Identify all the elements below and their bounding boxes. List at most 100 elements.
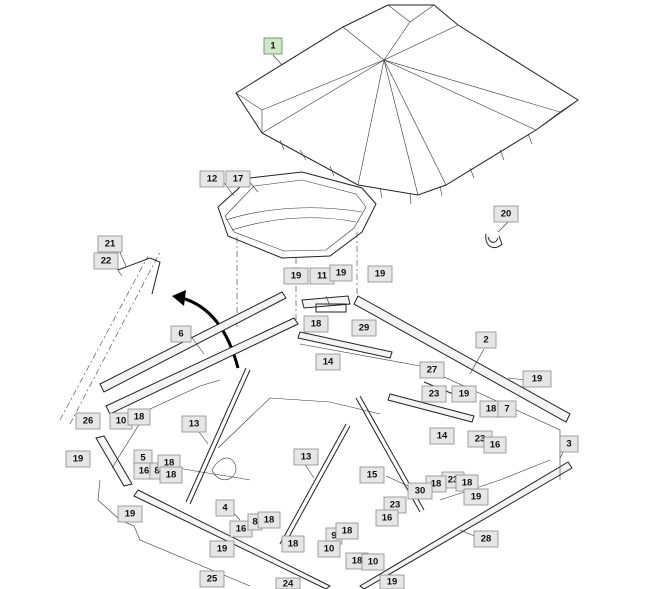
svg-text:18: 18	[164, 458, 175, 469]
callout-2: 2	[475, 331, 497, 349]
svg-text:26: 26	[83, 416, 94, 427]
callout-28: 28	[473, 530, 499, 548]
svg-text:10: 10	[116, 416, 127, 427]
leader-lines	[111, 54, 568, 541]
headliner-frame	[217, 171, 377, 330]
callout-13: 13	[181, 415, 207, 433]
callout-3: 3	[559, 435, 579, 453]
svg-text:18: 18	[311, 319, 322, 330]
svg-text:15: 15	[367, 470, 378, 481]
svg-text:19: 19	[291, 271, 302, 282]
callout-16: 16	[483, 436, 507, 454]
svg-text:19: 19	[125, 509, 136, 520]
svg-text:30: 30	[415, 486, 426, 497]
callout-18: 18	[257, 511, 281, 529]
callout-19: 19	[283, 267, 309, 285]
svg-text:23: 23	[475, 434, 486, 445]
callout-19: 19	[463, 488, 489, 506]
svg-text:6: 6	[178, 329, 183, 340]
callout-19: 19	[451, 385, 477, 403]
callout-19: 19	[329, 264, 353, 282]
callout-7: 7	[497, 400, 517, 418]
callout-23: 23	[421, 385, 447, 403]
svg-text:29: 29	[359, 323, 370, 334]
svg-text:13: 13	[301, 452, 312, 463]
svg-text:16: 16	[382, 513, 393, 524]
callout-30: 30	[407, 482, 433, 500]
svg-text:10: 10	[324, 544, 335, 555]
svg-text:14: 14	[323, 357, 334, 368]
callout-18: 18	[127, 408, 151, 426]
callout-20: 20	[493, 205, 519, 223]
callout-16: 16	[375, 509, 399, 527]
svg-text:23: 23	[390, 500, 401, 511]
callout-10: 10	[361, 553, 385, 571]
svg-text:22: 22	[101, 256, 112, 267]
svg-text:25: 25	[207, 574, 218, 585]
svg-text:27: 27	[427, 365, 438, 376]
callout-12: 12	[199, 170, 225, 188]
svg-text:2: 2	[483, 335, 488, 346]
callout-boxes: 1 12 17 20 21 22 19 11 19 19 18 29 6 14 …	[65, 37, 579, 589]
svg-text:19: 19	[387, 577, 398, 588]
callout-19: 19	[117, 505, 143, 523]
callout-19: 19	[522, 370, 552, 388]
callout-25: 25	[199, 570, 225, 588]
svg-text:23: 23	[448, 475, 459, 486]
svg-text:19: 19	[459, 389, 470, 400]
callout-19: 19	[209, 540, 235, 558]
svg-text:3: 3	[566, 439, 571, 450]
svg-text:16: 16	[236, 524, 247, 535]
svg-text:8: 8	[252, 517, 257, 528]
svg-text:18: 18	[342, 526, 353, 537]
svg-text:23: 23	[429, 389, 440, 400]
svg-text:17: 17	[233, 174, 244, 185]
svg-text:19: 19	[471, 492, 482, 503]
callout-18: 18	[281, 535, 305, 553]
callout-10: 10	[317, 540, 341, 558]
callout-15: 15	[359, 466, 385, 484]
callout-13: 13	[293, 448, 319, 466]
svg-text:7: 7	[504, 404, 509, 415]
svg-text:19: 19	[375, 269, 386, 280]
svg-text:16: 16	[139, 466, 150, 477]
svg-text:20: 20	[501, 209, 512, 220]
svg-text:16: 16	[490, 440, 501, 451]
svg-text:18: 18	[166, 470, 177, 481]
svg-text:18: 18	[264, 515, 275, 526]
svg-text:4: 4	[222, 503, 228, 514]
svg-text:18: 18	[486, 404, 497, 415]
callout-24: 24	[275, 577, 301, 589]
callout-17: 17	[225, 170, 251, 188]
callout-23: 23	[383, 496, 407, 514]
canopy-roof	[235, 4, 579, 205]
svg-text:11: 11	[317, 271, 328, 282]
svg-text:19: 19	[532, 374, 543, 385]
callout-21: 21	[97, 235, 123, 253]
svg-text:19: 19	[217, 544, 228, 555]
svg-text:28: 28	[481, 534, 492, 545]
callout-27: 27	[419, 361, 445, 379]
svg-text:10: 10	[368, 557, 379, 568]
svg-text:18: 18	[288, 539, 299, 550]
svg-text:13: 13	[189, 419, 200, 430]
svg-text:19: 19	[73, 454, 84, 465]
callout-14: 14	[315, 353, 341, 371]
callout-19: 19	[367, 265, 393, 283]
svg-text:18: 18	[134, 412, 145, 423]
svg-text:8: 8	[154, 466, 159, 477]
callout-14: 14	[429, 427, 455, 445]
callout-19: 19	[379, 574, 405, 589]
svg-text:21: 21	[105, 239, 116, 250]
callout-1: 1	[263, 37, 283, 55]
svg-text:5: 5	[140, 453, 146, 464]
svg-text:12: 12	[207, 174, 218, 185]
callout-18: 18	[335, 522, 359, 540]
svg-text:24: 24	[283, 579, 294, 589]
svg-text:19: 19	[336, 268, 347, 279]
svg-text:9: 9	[331, 531, 336, 542]
svg-text:18: 18	[352, 556, 363, 567]
svg-text:14: 14	[437, 431, 448, 442]
callout-29: 29	[351, 319, 377, 337]
